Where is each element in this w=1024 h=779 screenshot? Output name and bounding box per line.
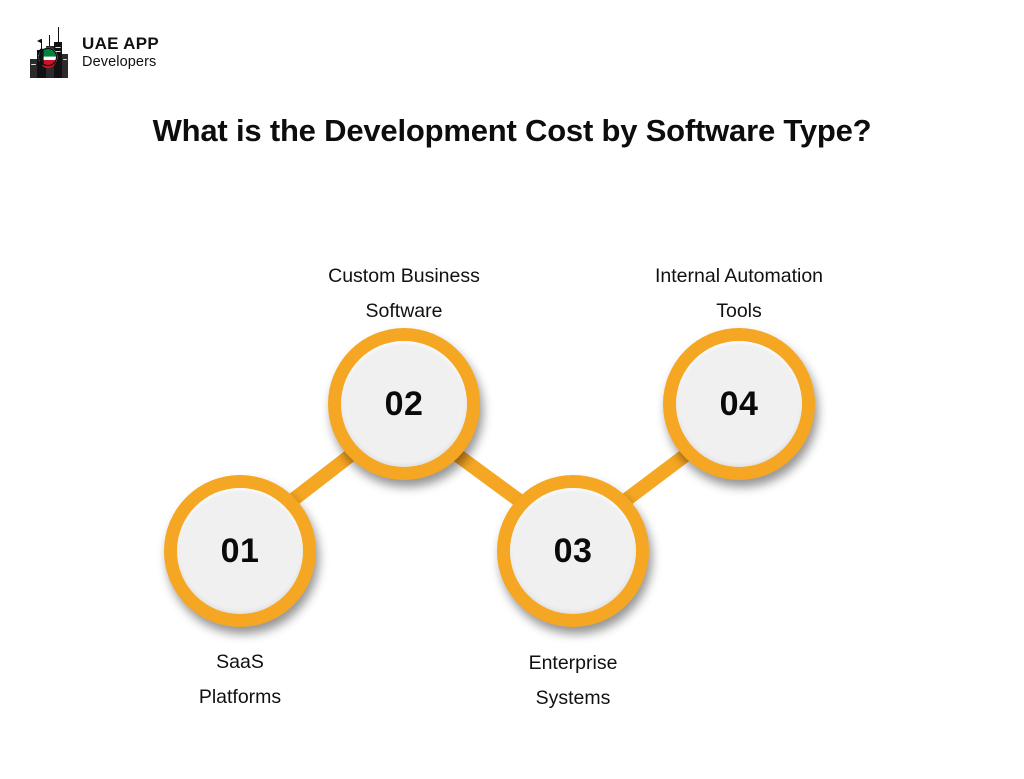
node-02-number: 02 [384,385,424,423]
diagram-node-02[interactable]: 02 [328,328,480,480]
page-title: What is the Development Cost by Software… [152,113,872,148]
node-02-label: Custom Business Software [274,259,534,328]
burj-khalifa-building-icon [30,27,68,78]
node-04-number: 04 [719,385,759,423]
node-04-label: Internal Automation Tools [609,259,869,328]
node-01-label: SaaS Platforms [110,645,370,714]
node-02-label-line2: Software [365,299,443,322]
brand-wordmark: UAE APP Developers [82,35,159,70]
brand-name-secondary: Developers [82,53,157,70]
brand-name-primary: UAE APP [82,33,160,53]
diagram-node-04[interactable]: 04 [663,328,815,480]
brand-logo: UAE APP Developers [28,26,159,78]
uae-flag-badge-icon [38,47,58,69]
diagram-node-03[interactable]: 03 [497,475,649,627]
node-02-inner: 02 [341,341,467,467]
node-03-inner: 03 [510,488,636,614]
node-03-label-line1: Enterprise [528,652,618,674]
node-02-label-line1: Custom Business [328,265,480,287]
node-04-label-line2: Tools [716,299,762,322]
connector-02-03 [444,443,533,513]
node-04-label-line1: Internal Automation [654,265,824,287]
node-03-number: 03 [553,532,593,570]
node-03-label-line2: Systems [535,686,611,709]
node-01-label-line1: SaaS [216,651,264,673]
node-01-number: 01 [220,532,260,570]
diagram-node-01[interactable]: 01 [164,475,316,627]
node-01-inner: 01 [177,488,303,614]
node-01-label-line2: Platforms [198,685,282,708]
node-03-label: Enterprise Systems [443,646,703,715]
node-04-inner: 04 [676,341,802,467]
